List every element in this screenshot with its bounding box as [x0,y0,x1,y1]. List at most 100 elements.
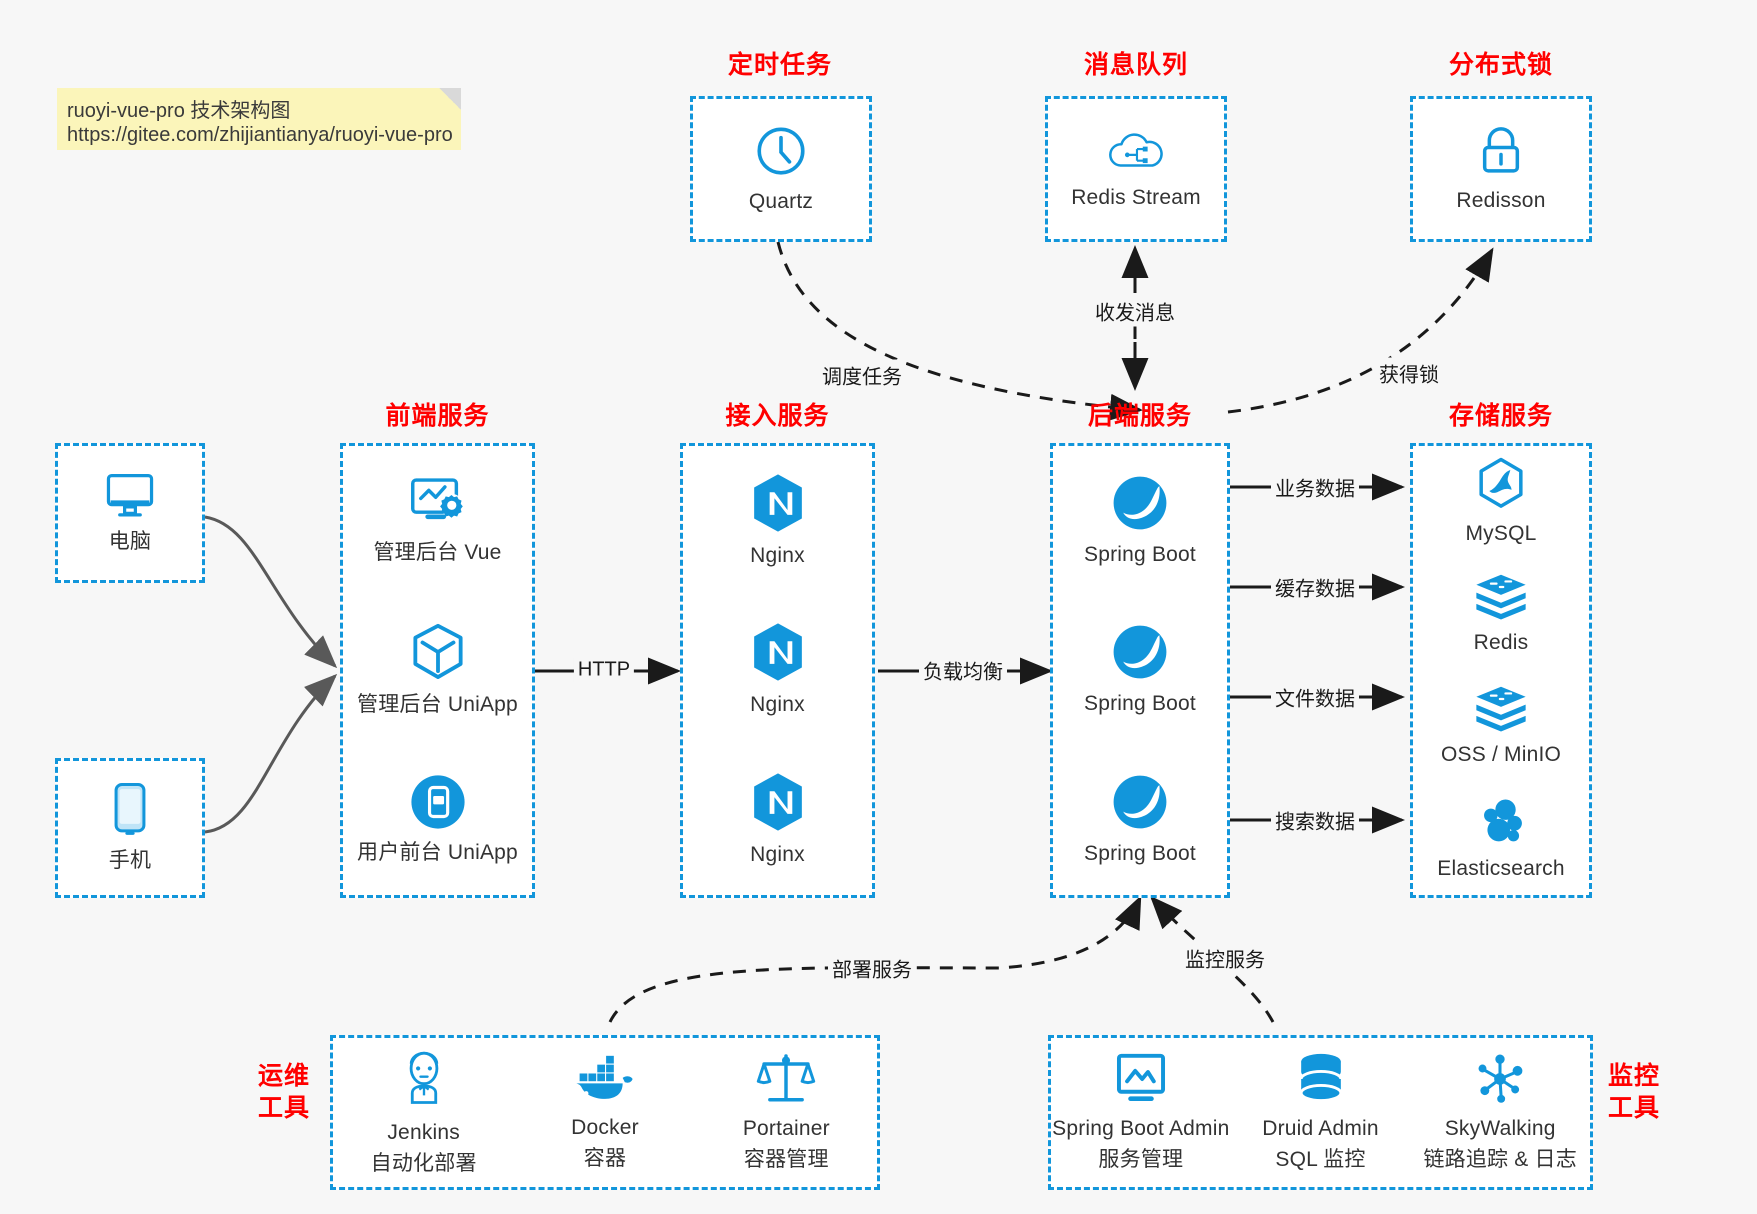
note-fold-corner [439,88,461,110]
mysql-icon [1479,457,1523,508]
node-label: SkyWalking [1444,1117,1556,1141]
note-line-2: https://gitee.com/zhijiantianya/ruoyi-vu… [67,124,453,146]
node-label: Spring Boot [1084,542,1196,566]
edge-label-acquire-lock: 获得锁 [1375,357,1443,389]
node-jenkins: Jenkins 自动化部署 [333,1047,514,1178]
group-box-scheduler: Quartz [690,96,872,242]
group-title-scheduler: 定时任务 [727,51,832,79]
elasticsearch-icon [1484,799,1522,842]
cube-icon [412,624,463,680]
client-box-desktop: 电脑 [55,443,205,583]
node-skywalking: SkyWalking 链路追踪 & 日志 [1410,1051,1590,1174]
node-label: Nginx [750,693,805,717]
node-sublabel: SQL 监控 [1275,1147,1366,1171]
group-title-monitor: 监控 工具 [1608,1060,1678,1124]
node-desktop: 电脑 [58,446,202,580]
node-label: MySQL [1465,521,1537,545]
node-label: Redisson [1456,188,1546,212]
node-docker: Docker 容器 [514,1052,695,1173]
group-title-gateway: 接入服务 [725,402,830,430]
clock-icon [757,127,805,175]
node-elasticsearch: Elasticsearch [1413,783,1589,895]
group-box-backend: Spring Boot Spring Boot Spring Boot [1050,443,1230,898]
node-label: Nginx [750,543,805,567]
node-label: Druid Admin [1262,1117,1379,1141]
nginx-icon [753,773,802,831]
group-box-lock: Redisson [1410,96,1592,242]
group-title-monitor-line2: 工具 [1608,1094,1661,1122]
spring-boot-icon [1113,775,1167,829]
group-title-devops: 运维 工具 [258,1060,318,1124]
group-title-lock: 分布式锁 [1448,51,1553,79]
node-redisson: Redisson [1413,99,1589,239]
edge-label-monitor: 监控服务 [1181,942,1269,974]
group-title-backend: 后端服务 [1087,402,1192,430]
group-title-devops-line1: 运维 [258,1062,311,1090]
group-box-mq: Redis Stream [1045,96,1227,242]
spring-boot-icon [1113,625,1167,679]
node-label: Spring Boot [1084,692,1196,716]
node-nginx-2: Nginx [683,596,872,746]
lock-icon [1482,126,1520,173]
node-admin-uniapp: 管理后台 UniApp [343,596,532,746]
desktop-icon [106,473,154,517]
monitor-chart-icon [1116,1053,1165,1102]
edge-label-schedule: 调度任务 [818,359,906,391]
edge-label-load-balance: 负载均衡 [919,654,1007,686]
node-label: 管理后台 UniApp [357,693,518,717]
node-sublabel: 容器管理 [743,1147,829,1171]
node-springboot-1: Spring Boot [1053,446,1227,596]
node-label: Elasticsearch [1437,856,1565,880]
node-druid-admin: Druid Admin SQL 监控 [1231,1051,1411,1174]
node-admin-vue: 管理后台 Vue [343,446,532,596]
edge-label-http: HTTP [573,657,635,683]
nginx-icon [753,623,802,681]
node-quartz: Quartz [693,99,869,239]
node-mysql: MySQL [1413,446,1589,558]
group-box-storage: MySQL Redis OSS / MinIO [1410,443,1592,898]
edge-label-deploy: 部署服务 [828,952,916,984]
group-box-gateway: Nginx Nginx Nginx [680,443,875,898]
node-label: 手机 [108,848,152,872]
mobile-icon [114,782,146,835]
sticky-note: ruoyi-vue-pro 技术架构图 https://gitee.com/zh… [57,88,461,150]
node-nginx-3: Nginx [683,745,872,895]
node-label: Nginx [750,842,805,866]
node-sublabel: 容器 [583,1146,627,1170]
jenkins-icon [409,1051,438,1105]
group-title-devops-line2: 工具 [258,1094,311,1122]
node-portainer: Portainer 容器管理 [696,1051,877,1174]
node-mobile: 手机 [58,761,202,895]
node-sublabel: 链路追踪 & 日志 [1423,1147,1577,1171]
spring-boot-icon [1113,476,1167,530]
cloud-stream-icon [1109,133,1163,167]
skywalking-icon [1478,1054,1523,1103]
group-box-devops: Jenkins 自动化部署 Docker 容器 [330,1035,880,1190]
database-icon [1299,1054,1342,1103]
edge-label-file-data: 文件数据 [1271,681,1359,713]
node-label: Jenkins [387,1121,460,1145]
node-label: 电脑 [108,529,152,553]
node-redis: Redis [1413,558,1589,670]
node-label: 管理后台 Vue [373,540,502,564]
node-label: 用户前台 UniApp [357,840,518,864]
node-springboot-3: Spring Boot [1053,745,1227,895]
note-line-1: ruoyi-vue-pro 技术架构图 [67,100,291,122]
node-label: OSS / MinIO [1440,743,1562,767]
group-title-monitor-line1: 监控 [1608,1062,1661,1090]
edge-label-search-data: 搜索数据 [1271,804,1359,836]
node-nginx-1: Nginx [683,446,872,596]
group-title-mq: 消息队列 [1083,51,1188,79]
node-redis-stream: Redis Stream [1048,99,1224,239]
dashboard-gear-icon [410,477,463,519]
node-springboot-2: Spring Boot [1053,596,1227,746]
client-box-mobile: 手机 [55,758,205,898]
group-box-monitor: Spring Boot Admin 服务管理 Druid Admin SQL 监… [1048,1035,1593,1190]
node-oss-minio: OSS / MinIO [1413,671,1589,783]
group-title-storage: 存储服务 [1448,402,1553,430]
node-label: Spring Boot [1084,841,1196,865]
group-title-frontend: 前端服务 [385,402,490,430]
portainer-icon [757,1054,816,1102]
node-user-uniapp: 用户前台 UniApp [343,745,532,895]
node-label: Redis [1473,631,1529,655]
